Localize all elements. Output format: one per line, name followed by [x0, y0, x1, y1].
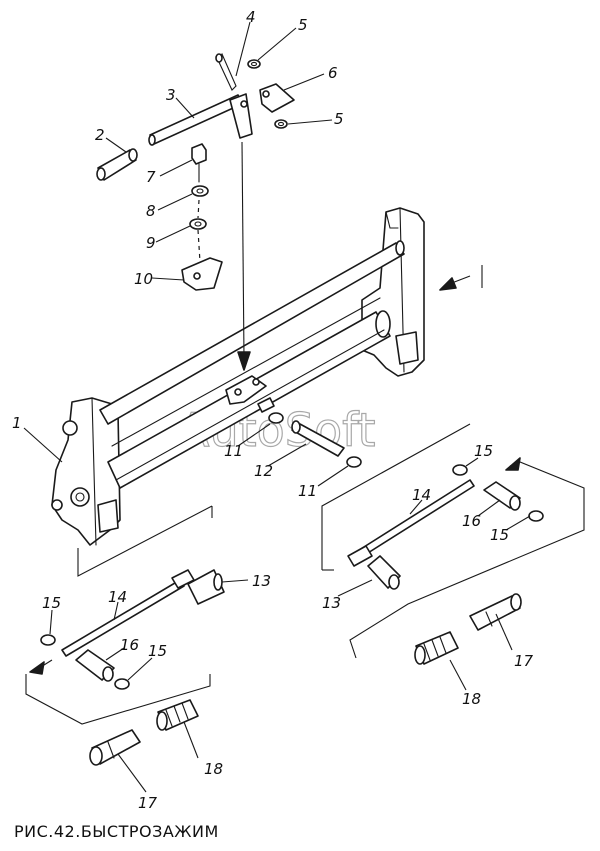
callout-1: 1 [12, 414, 22, 432]
part-13-pin-left [187, 569, 225, 605]
part-5-washers [247, 59, 288, 129]
callout-11-lower: 11 [298, 482, 317, 500]
part-14-rod-left [61, 569, 195, 657]
part-12-pin [291, 420, 345, 457]
part-9-washer [189, 218, 207, 230]
left-plate-pin-hole [51, 499, 63, 511]
callout-4: 4 [246, 8, 256, 26]
lower-tube [107, 311, 391, 489]
callout-11-upper: 11 [224, 442, 243, 460]
callout-6: 6 [328, 64, 338, 82]
callout-5-top: 5 [298, 16, 308, 34]
left-bracket-frame [77, 505, 213, 577]
part-7-bolt [191, 143, 207, 183]
part-8-nut [191, 185, 209, 197]
callout-2: 2 [95, 126, 105, 144]
part-16-pin-right [483, 481, 521, 511]
part-2-pin [96, 148, 138, 181]
callout-14-right: 14 [412, 486, 431, 504]
callout-14-left: 14 [108, 588, 127, 606]
upper-rod [99, 242, 405, 425]
callout-17-right: 17 [514, 652, 534, 670]
left-plate-hole-bottom [70, 487, 90, 507]
callout-10: 10 [134, 270, 153, 288]
callout-13-left: 13 [252, 572, 271, 590]
callout-18-right: 18 [462, 690, 481, 708]
part-13-pin-right [367, 555, 401, 590]
callout-7: 7 [146, 168, 156, 186]
callout-15-left-b: 15 [148, 642, 167, 660]
callout-15-left-a: 15 [42, 594, 61, 612]
main-frame [51, 207, 425, 546]
part-6-plate [259, 83, 295, 113]
callout-15-right-a: 15 [474, 442, 493, 460]
callout-15-right-b: 15 [490, 526, 509, 544]
part-14-rod-right [347, 479, 475, 567]
part-17-bolt-left [89, 729, 141, 766]
callout-5-bottom: 5 [334, 110, 344, 128]
part-3-rod [148, 94, 243, 146]
center-clamp [225, 375, 275, 413]
part-15-washer-right-b [528, 510, 544, 522]
part-17-bolt-right [469, 593, 522, 631]
leader-lines [23, 21, 531, 793]
callout-17-left: 17 [138, 794, 158, 812]
part-18-spring-left [156, 699, 199, 731]
callout-13-right: 13 [322, 594, 341, 612]
left-plate-hole-top [62, 420, 78, 436]
part-15-washer-right-a [452, 464, 468, 476]
part-11-washer-a [268, 412, 284, 424]
right-bracket-frame [321, 423, 471, 570]
callout-9: 9 [146, 234, 156, 252]
callout-18-left: 18 [204, 760, 223, 778]
part-18-spring-right [414, 631, 459, 665]
part-10-bracket [181, 257, 223, 291]
callout-labels: 1 2 3 4 5 6 5 7 8 9 10 11 12 11 13 14 15… [12, 8, 534, 812]
part-15-washer-left-a [40, 634, 56, 646]
figure-caption: РИС.42.БЫСТРОЗАЖИМ [14, 822, 219, 841]
callout-12: 12 [254, 462, 273, 480]
callout-16-left: 16 [120, 636, 139, 654]
part-15-washer-left-b [114, 678, 130, 690]
part-11-washer-b [346, 456, 362, 468]
left-lower-bracket [97, 499, 119, 533]
part-4-latch [215, 52, 253, 139]
part-16-pin-left [75, 649, 115, 682]
callout-8: 8 [146, 202, 156, 220]
callout-3: 3 [166, 86, 176, 104]
callout-16-right: 16 [462, 512, 481, 530]
